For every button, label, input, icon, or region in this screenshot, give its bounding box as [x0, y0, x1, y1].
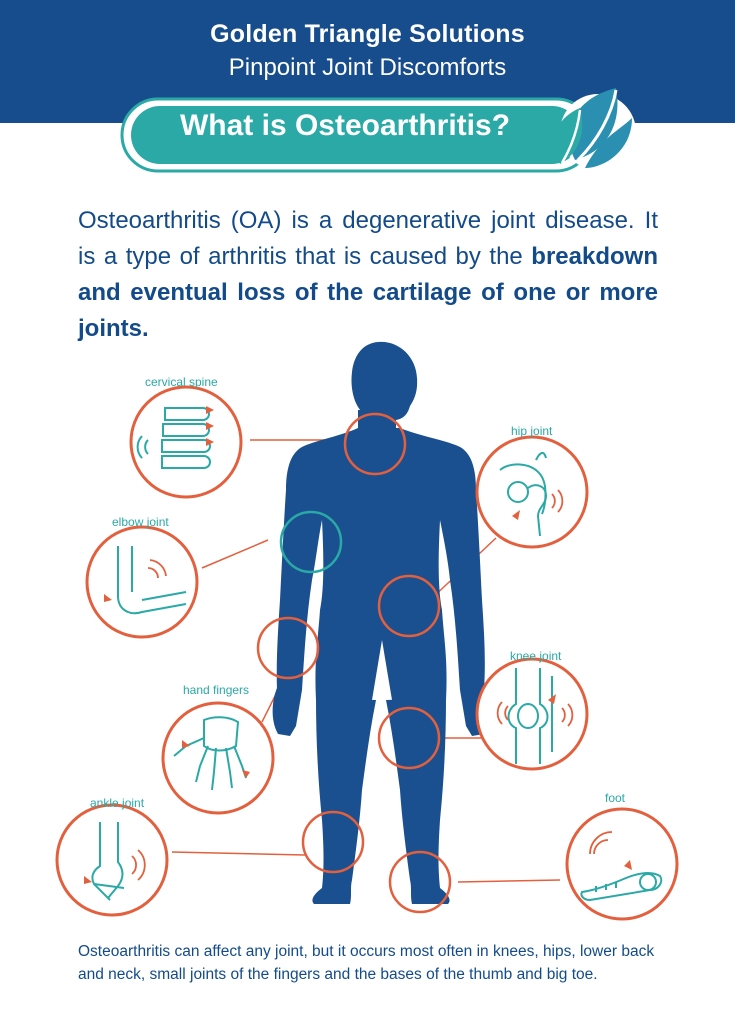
- foot-diagram: [565, 807, 679, 921]
- header-subtitle: Pinpoint Joint Discomforts: [228, 54, 507, 81]
- label-cervical-spine: cervical spine: [145, 375, 218, 389]
- leaf-icon: [554, 88, 636, 170]
- body-joint-markers: [256, 412, 452, 914]
- banner-title: What is Osteoarthritis?: [179, 109, 511, 142]
- intro-paragraph: Osteoarthritis (OA) is a degenerative jo…: [78, 203, 658, 347]
- label-ankle-joint: ankle joint: [90, 796, 145, 810]
- ankle-joint-diagram: [55, 803, 169, 917]
- label-knee-joint: knee joint: [510, 649, 562, 663]
- footer-paragraph: Osteoarthritis can affect any joint, but…: [78, 943, 655, 983]
- knee-joint-diagram: [475, 657, 589, 771]
- banner-pill: [120, 88, 636, 173]
- label-foot: foot: [605, 791, 626, 805]
- intro-text: Osteoarthritis (OA) is a degenerative jo…: [78, 207, 658, 270]
- hip-joint-diagram: [475, 435, 589, 549]
- elbow-joint-diagram: [85, 525, 199, 639]
- body-figure: [55, 341, 679, 921]
- label-elbow-joint: elbow joint: [112, 515, 169, 529]
- label-hip-joint: hip joint: [511, 424, 553, 438]
- intro-emphasis: breakdown and eventual loss of the carti…: [78, 243, 658, 342]
- header-title: Golden Triangle Solutions: [210, 20, 525, 48]
- cervical-spine-diagram: [129, 385, 243, 499]
- human-silhouette: [272, 341, 490, 904]
- hand-fingers-diagram: [161, 701, 275, 815]
- label-hand-fingers: hand fingers: [183, 683, 250, 697]
